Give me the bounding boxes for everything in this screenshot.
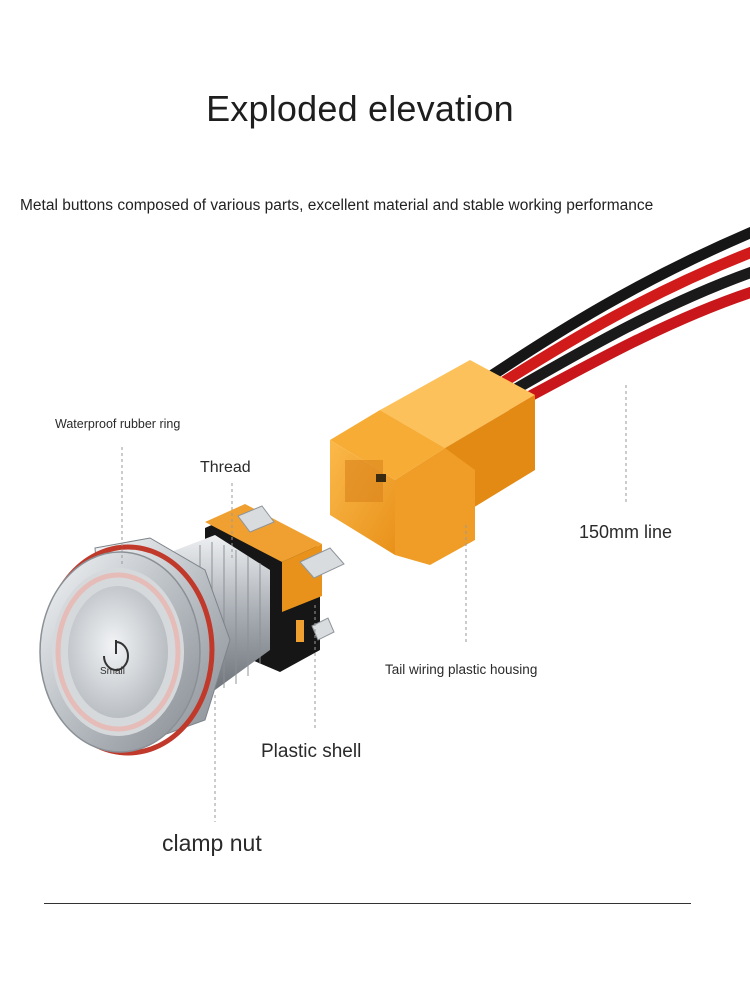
label-waterproof-rubber-ring: Waterproof rubber ring <box>55 417 181 431</box>
label-plastic-shell: Plastic shell <box>261 741 362 762</box>
label-150mm-line: 150mm line <box>579 522 673 542</box>
label-thread: Thread <box>200 459 251 476</box>
page-title: Exploded elevation <box>206 88 514 129</box>
tail-wiring-housing <box>330 360 535 565</box>
leader-lines <box>121 385 627 822</box>
bottom-divider <box>44 903 691 904</box>
button-head <box>39 551 201 753</box>
terminal-pins <box>237 505 345 641</box>
power-icon <box>103 640 129 671</box>
wire-harness <box>484 226 750 413</box>
label-clamp-nut: clamp nut <box>162 830 262 856</box>
page-subtitle: Metal buttons composed of various parts,… <box>20 197 654 214</box>
label-tail-wiring-housing: Tail wiring plastic housing <box>385 662 538 677</box>
button-face-text: Small <box>100 666 125 677</box>
